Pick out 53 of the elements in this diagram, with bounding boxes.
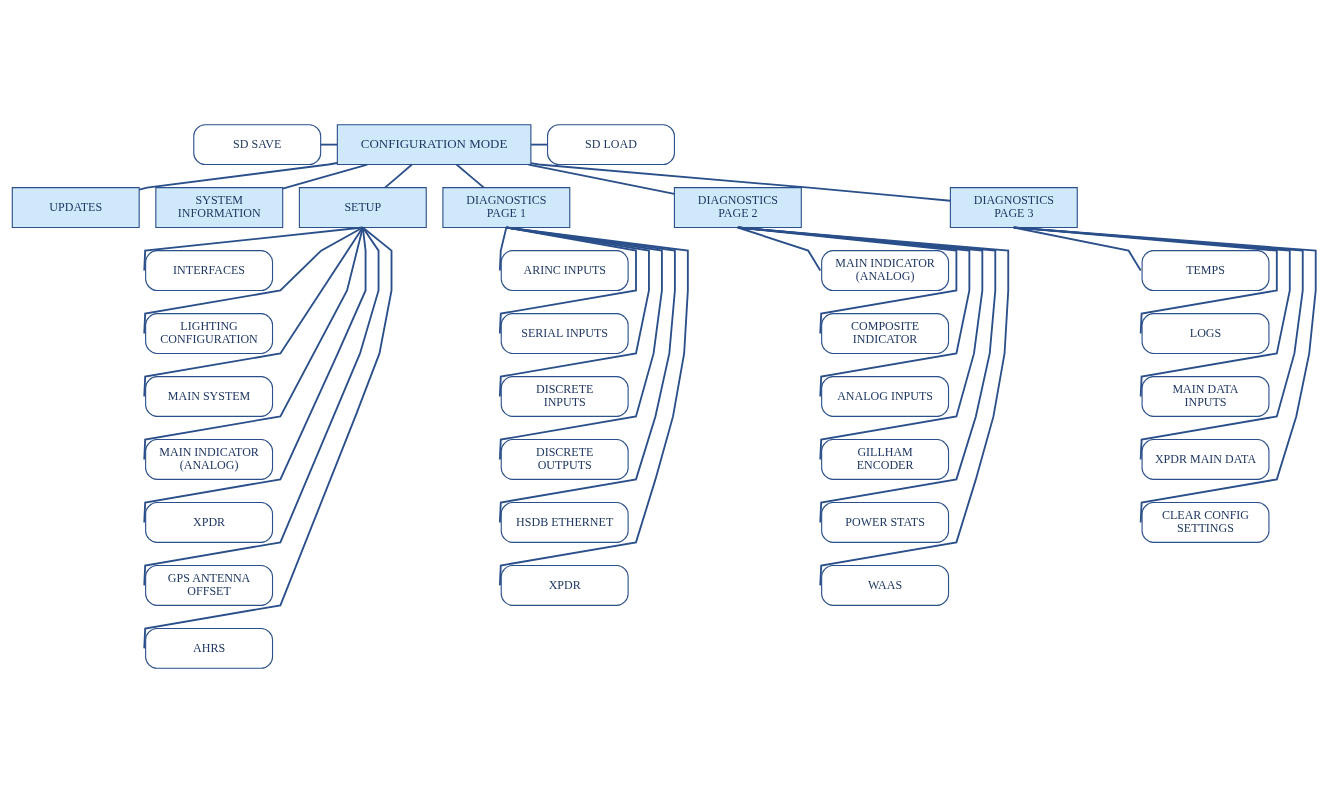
connector [319, 143, 338, 146]
node-box: WAAS [821, 564, 950, 606]
connector [529, 161, 952, 202]
connector [736, 226, 971, 397]
node-box: ANALOG INPUTS [821, 375, 950, 417]
connector [281, 163, 369, 190]
node-box: LOGS [1141, 312, 1270, 354]
node-box: HSDB ETHERNET [500, 501, 629, 543]
node-box: GPS ANTENNA OFFSET [145, 564, 274, 606]
node-box: CONFIGURATION MODE [336, 123, 532, 165]
node-box: MAIN INDICATOR (ANALOG) [145, 438, 274, 480]
connector [498, 226, 637, 334]
node-box: SYSTEM INFORMATION [155, 186, 284, 228]
connector [530, 143, 549, 146]
connector [455, 163, 485, 189]
node-box: XPDR MAIN DATA [1141, 438, 1270, 480]
node-box: AHRS [145, 627, 274, 669]
node-box: POWER STATS [821, 501, 950, 543]
node-box: ARINC INPUTS [500, 249, 629, 291]
node-box: MAIN INDICATOR (ANALOG) [821, 249, 950, 291]
node-box: GILLHAM ENCODER [821, 438, 950, 480]
connector [736, 226, 822, 271]
node-box: TEMPS [1141, 249, 1270, 291]
connector [1012, 226, 1142, 271]
connector [143, 226, 364, 334]
node-box: DISCRETE OUTPUTS [500, 438, 629, 480]
node-box: DIAGNOSTICS PAGE 2 [673, 186, 802, 228]
node-box: UPDATES [11, 186, 140, 228]
node-box: DIAGNOSTICS PAGE 1 [442, 186, 571, 228]
connector [736, 226, 997, 523]
connector [527, 163, 676, 195]
node-box: SD SAVE [193, 123, 322, 165]
connector [143, 226, 364, 271]
node-box: SERIAL INPUTS [500, 312, 629, 354]
node-box: DISCRETE INPUTS [500, 375, 629, 417]
node-box: COMPOSITE INDICATOR [821, 312, 950, 354]
node-box: SETUP [298, 186, 427, 228]
node-box: INTERFACES [145, 249, 274, 291]
node-box: DIAGNOSTICS PAGE 3 [949, 186, 1078, 228]
connector [498, 226, 508, 271]
node-box: LIGHTING CONFIGURATION [145, 312, 274, 354]
node-box: SD LOAD [547, 123, 675, 165]
node-box: CLEAR CONFIG SETTINGS [1141, 501, 1270, 543]
node-box: XPDR [500, 564, 629, 606]
node-box: XPDR [145, 501, 274, 543]
connector [736, 226, 958, 334]
connector [498, 226, 689, 586]
connector [384, 163, 413, 189]
connector [498, 226, 663, 460]
connector [498, 226, 650, 397]
node-box: MAIN SYSTEM [145, 375, 274, 417]
connector [138, 161, 339, 191]
node-box: MAIN DATA INPUTS [1141, 375, 1270, 417]
